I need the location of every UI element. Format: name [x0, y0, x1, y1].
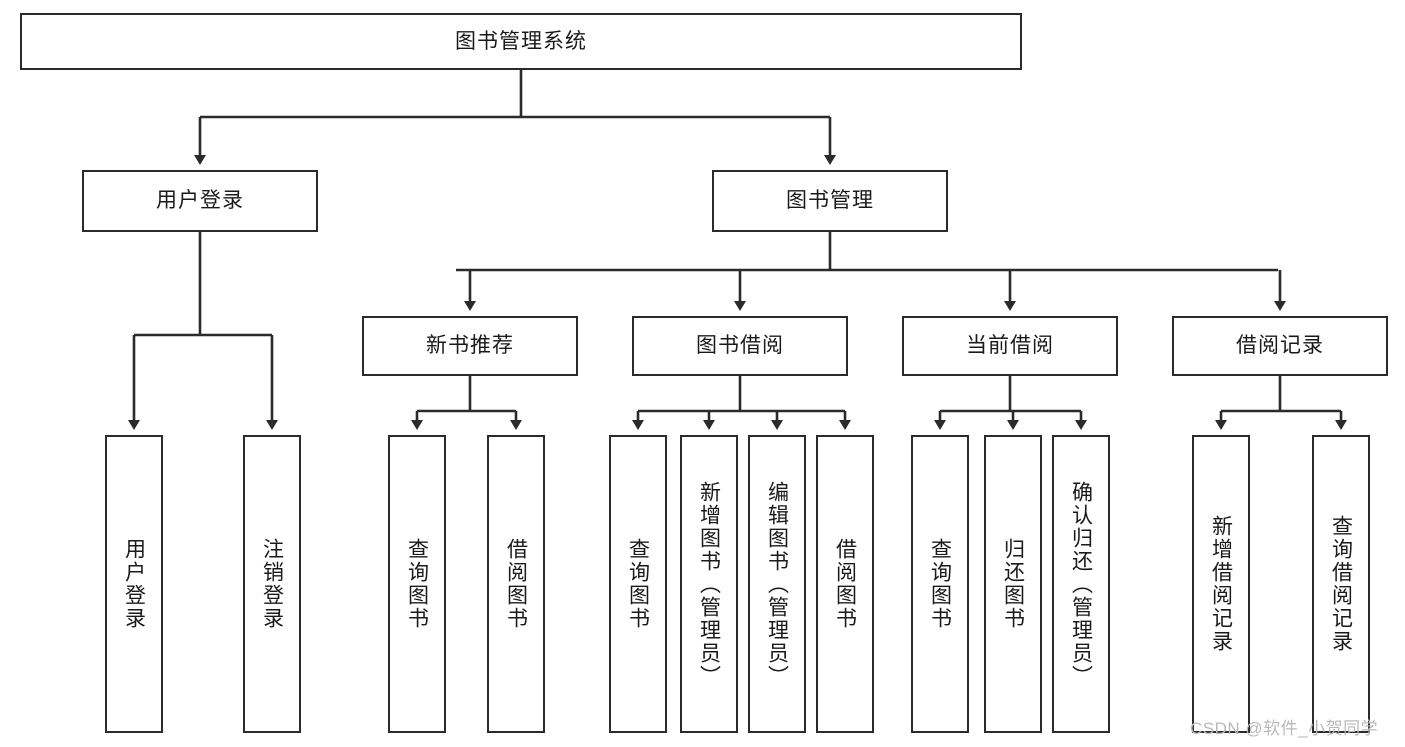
leaf-borrow-book-recommend[interactable]: 借阅图书 — [487, 435, 545, 733]
leaf-confirm-return-admin[interactable]: 确认归还（管理员） — [1052, 435, 1110, 733]
node-new-book-recommend[interactable]: 新书推荐 — [362, 316, 578, 376]
node-current-borrow[interactable]: 当前借阅 — [902, 316, 1118, 376]
leaf-add-borrow-record[interactable]: 新增借阅记录 — [1192, 435, 1250, 733]
node-root[interactable]: 图书管理系统 — [20, 13, 1022, 70]
leaf-edit-book-admin[interactable]: 编辑图书（管理员） — [748, 435, 806, 733]
leaf-query-borrow-record[interactable]: 查询借阅记录 — [1312, 435, 1370, 733]
node-book-borrow[interactable]: 图书借阅 — [632, 316, 848, 376]
leaf-borrow-book[interactable]: 借阅图书 — [816, 435, 874, 733]
node-borrow-record[interactable]: 借阅记录 — [1172, 316, 1388, 376]
node-book-manage[interactable]: 图书管理 — [712, 170, 948, 232]
leaf-query-book-current[interactable]: 查询图书 — [911, 435, 969, 733]
leaf-query-book-recommend[interactable]: 查询图书 — [388, 435, 446, 733]
node-user-login[interactable]: 用户登录 — [82, 170, 318, 232]
csdn-watermark: CSDN @软件_小贺同学 — [1190, 719, 1379, 738]
leaf-user-login[interactable]: 用户登录 — [105, 435, 163, 733]
leaf-return-book[interactable]: 归还图书 — [984, 435, 1042, 733]
leaf-user-logout[interactable]: 注销登录 — [243, 435, 301, 733]
leaf-add-book-admin[interactable]: 新增图书（管理员） — [680, 435, 738, 733]
leaf-query-book-borrow[interactable]: 查询图书 — [609, 435, 667, 733]
